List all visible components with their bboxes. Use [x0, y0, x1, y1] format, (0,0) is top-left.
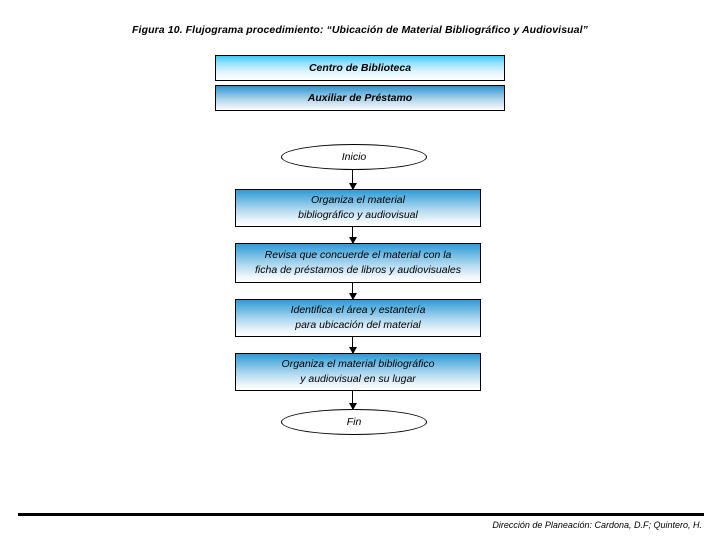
arrowhead-icon — [348, 183, 357, 190]
flow-step-2: Revisa que concuerde el material con la … — [235, 243, 481, 283]
footer-divider — [18, 513, 704, 516]
flow-step-3-line-1: Identifica el área y estantería — [290, 304, 426, 316]
arrowhead-icon — [348, 403, 357, 410]
flow-start-label: Inicio — [341, 151, 367, 163]
flow-start-terminator: Inicio — [281, 144, 427, 170]
flow-step-2-line-2: ficha de préstamos de libros y audiovisu… — [254, 264, 462, 276]
header-box-centro-de-biblioteca: Centro de Biblioteca — [215, 55, 505, 81]
arrowhead-icon — [348, 347, 357, 354]
connector-arrow-step-3-to-step-4 — [348, 337, 357, 354]
flow-step-4: Organiza el material bibliográfico y aud… — [235, 353, 481, 391]
flow-step-1-line-2: bibliográfico y audiovisual — [298, 209, 418, 221]
connector-arrow-start-to-step-1 — [348, 170, 357, 190]
header-box-label: Centro de Biblioteca — [308, 62, 412, 74]
footer-credit: Dirección de Planeación: Cardona, D.F; Q… — [492, 520, 702, 530]
flow-end-terminator: Fin — [281, 409, 427, 435]
flow-end-label: Fin — [346, 416, 362, 428]
flow-step-2-line-1: Revisa que concuerde el material con la — [264, 249, 452, 261]
flow-step-3-line-2: para ubicación del material — [295, 319, 421, 331]
arrowhead-icon — [348, 293, 357, 300]
flow-step-1-line-1: Organiza el material — [311, 194, 405, 206]
connector-arrow-step-4-to-end — [348, 391, 357, 410]
flow-step-4-line-1: Organiza el material bibliográfico — [281, 358, 435, 370]
flow-step-4-line-2: y audiovisual en su lugar — [300, 373, 416, 385]
flow-step-3: Identifica el área y estantería para ubi… — [235, 299, 481, 337]
flow-step-1: Organiza el material bibliográfico y aud… — [235, 189, 481, 227]
connector-arrow-step-2-to-step-3 — [348, 283, 357, 300]
header-box-label: Auxiliar de Préstamo — [307, 92, 413, 104]
connector-arrow-step-1-to-step-2 — [348, 227, 357, 244]
page-title: Figura 10. Flujograma procedimiento: “Ub… — [132, 24, 588, 36]
arrowhead-icon — [348, 237, 357, 244]
header-box-auxiliar-de-prestamo: Auxiliar de Préstamo — [215, 85, 505, 111]
